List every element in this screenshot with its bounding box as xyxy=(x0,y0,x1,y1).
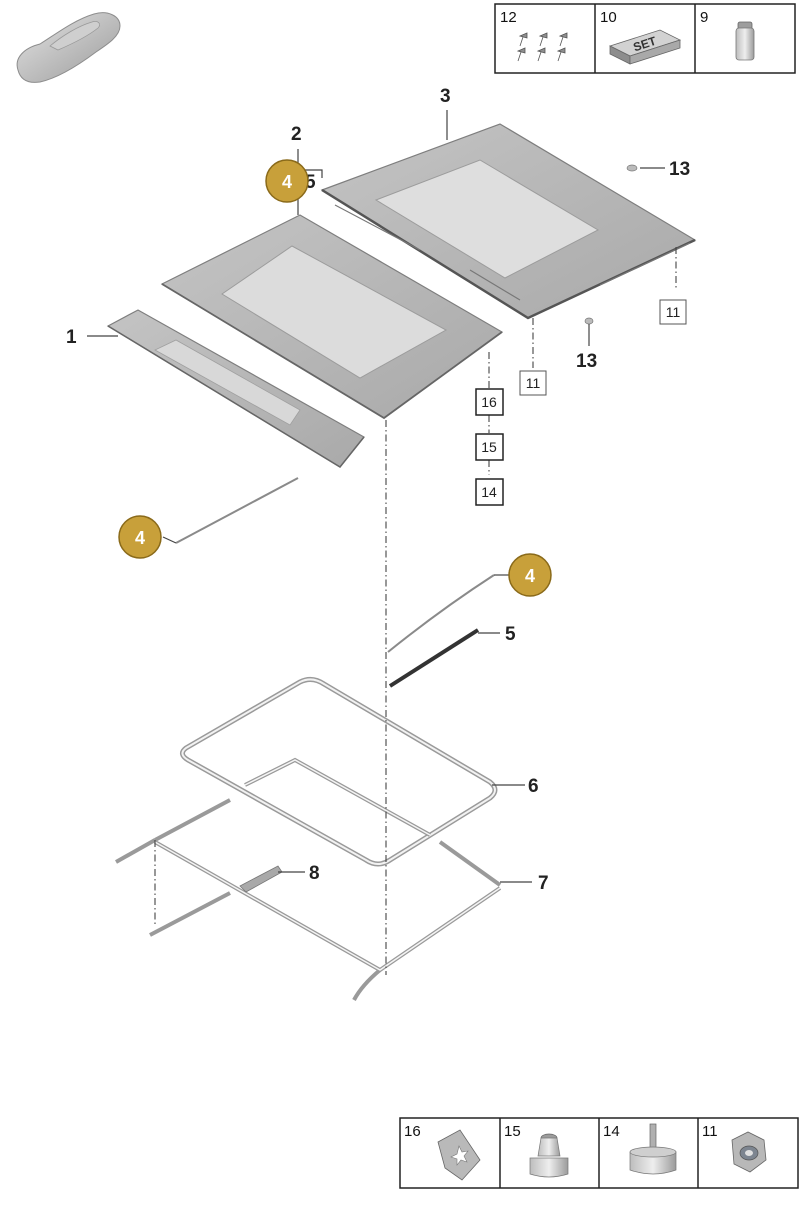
legend-cell-11[interactable]: 11 xyxy=(698,1118,798,1188)
ref-box-label: 11 xyxy=(526,375,541,391)
callout-5-top[interactable]: 5 xyxy=(305,172,316,193)
vehicle-thumbnail-icon xyxy=(16,12,121,83)
stud-knob-icon xyxy=(629,1123,677,1175)
badge-4-right[interactable]: 4 xyxy=(508,553,552,597)
legend-cell-10[interactable]: 10 SET xyxy=(595,4,695,73)
callout-1[interactable]: 1 xyxy=(66,327,77,348)
legend-cell-number: 16 xyxy=(404,1123,421,1140)
ref-box-11-left[interactable]: 11 xyxy=(519,370,547,396)
star-clip-icon xyxy=(437,1129,481,1181)
callout-13-upper[interactable]: 13 xyxy=(669,159,690,180)
roof-panel-part[interactable] xyxy=(320,123,697,320)
callout-6[interactable]: 6 xyxy=(528,776,539,797)
legend-cell-number: 15 xyxy=(504,1123,521,1140)
seal-strip-right-part[interactable] xyxy=(387,574,495,653)
badge-label: 4 xyxy=(135,528,145,548)
badge-4-left[interactable]: 4 xyxy=(118,515,162,559)
legend-cell-number: 14 xyxy=(603,1123,620,1140)
sunroof-glass-part[interactable] xyxy=(160,214,504,420)
knob-cap-icon xyxy=(529,1133,569,1178)
screw-13-lower-part[interactable] xyxy=(584,317,594,325)
legend-cell-number: 9 xyxy=(700,9,708,26)
legend-cell-14[interactable]: 14 xyxy=(599,1118,698,1188)
seal-strip-left-part[interactable] xyxy=(175,477,299,544)
top-legend: 12 10 SET 9 xyxy=(494,3,796,74)
legend-cell-number: 12 xyxy=(500,9,517,26)
bottom-legend: 16 15 14 11 xyxy=(399,1117,799,1189)
callout-13-lower[interactable]: 13 xyxy=(576,351,597,372)
hex-nut-icon xyxy=(731,1131,767,1173)
callout-8[interactable]: 8 xyxy=(309,863,320,884)
callout-7[interactable]: 7 xyxy=(538,873,549,894)
guide-strip-part[interactable] xyxy=(388,628,480,688)
screw-set-icon xyxy=(516,32,568,62)
ref-box-label: 15 xyxy=(481,439,497,455)
legend-cell-9[interactable]: 9 xyxy=(695,4,795,73)
legend-cell-number: 11 xyxy=(702,1123,718,1140)
adhesive-tube-icon xyxy=(735,21,755,61)
legend-cell-16[interactable]: 16 xyxy=(400,1118,500,1188)
ref-box-label: 16 xyxy=(481,394,497,410)
legend-cell-15[interactable]: 15 xyxy=(500,1118,599,1188)
badge-label: 4 xyxy=(525,566,535,586)
badge-label: 4 xyxy=(282,172,292,192)
ref-box-16[interactable]: 16 xyxy=(475,388,504,416)
legend-cell-12[interactable]: 12 xyxy=(495,4,595,73)
frame-seal-part[interactable] xyxy=(180,676,498,867)
wind-deflector-part[interactable] xyxy=(106,309,365,468)
badge-4-top[interactable]: 4 xyxy=(265,159,309,203)
ref-box-14[interactable]: 14 xyxy=(475,478,504,506)
set-box-icon: SET xyxy=(608,29,682,65)
legend-cell-number: 10 xyxy=(600,9,617,26)
roof-frame-part[interactable] xyxy=(115,757,502,1001)
ref-box-11-right[interactable]: 11 xyxy=(659,299,687,325)
ref-box-label: 14 xyxy=(481,484,497,500)
screw-13-upper-part[interactable] xyxy=(626,164,638,172)
callout-5[interactable]: 5 xyxy=(505,624,516,645)
retaining-clip-part[interactable] xyxy=(239,865,283,893)
callout-2[interactable]: 2 xyxy=(291,124,302,145)
callout-3[interactable]: 3 xyxy=(440,86,451,107)
ref-box-15[interactable]: 15 xyxy=(475,433,504,461)
ref-box-label: 11 xyxy=(666,304,681,320)
